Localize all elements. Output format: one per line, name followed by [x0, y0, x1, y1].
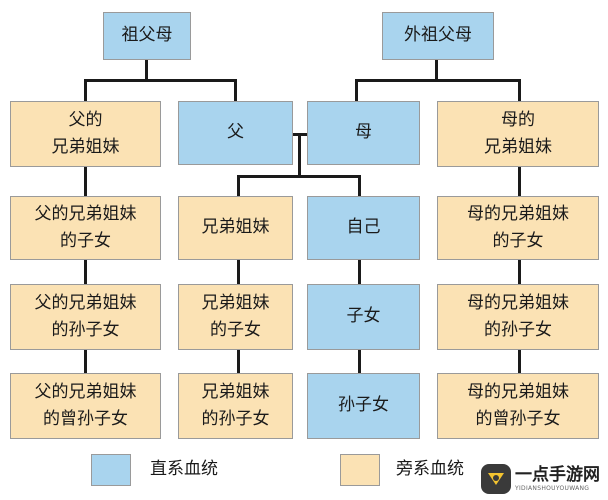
- node-mother: 母: [307, 101, 420, 165]
- node-mother-siblings-great-grandchildren: 母的兄弟姐妹 的曾孙子女: [437, 373, 599, 439]
- node-siblings: 兄弟姐妹: [178, 196, 293, 260]
- node-father-siblings: 父的 兄弟姐妹: [10, 101, 161, 167]
- node-grandchildren: 孙子女: [307, 373, 420, 439]
- connector-line: [518, 79, 521, 102]
- node-father-siblings-grandchildren: 父的兄弟姐妹 的孙子女: [10, 284, 161, 350]
- connector-line: [355, 79, 520, 82]
- node-father-siblings-great-grandchildren: 父的兄弟姐妹 的曾孙子女: [10, 373, 161, 439]
- legend-label-collateral: 旁系血统: [396, 459, 464, 479]
- node-father: 父: [178, 101, 293, 165]
- connector-line: [358, 259, 361, 284]
- node-mother-siblings: 母的 兄弟姐妹: [437, 101, 599, 167]
- connector-line: [518, 349, 521, 374]
- connector-line: [84, 166, 87, 196]
- watermark-logo: 一点手游网 YIDIANSHOUYOUWANG: [481, 464, 600, 494]
- connector-line: [145, 60, 148, 80]
- connector-line: [518, 166, 521, 196]
- watermark-title: 一点手游网: [515, 465, 600, 486]
- connector-line: [237, 349, 240, 374]
- node-mother-siblings-grandchildren: 母的兄弟姐妹 的孙子女: [437, 284, 599, 350]
- connector-line: [237, 175, 361, 178]
- node-mother-siblings-children: 母的兄弟姐妹 的子女: [437, 196, 599, 260]
- node-grandparents-maternal: 外祖父母: [382, 12, 494, 60]
- node-grandparents-paternal: 祖父母: [103, 12, 191, 60]
- legend-swatch-direct: [91, 454, 131, 486]
- connector-line: [358, 175, 361, 197]
- connector-line: [237, 259, 240, 284]
- node-children: 子女: [307, 284, 420, 350]
- connector-line: [435, 60, 438, 80]
- watermark-subtitle: YIDIANSHOUYOUWANG: [515, 484, 590, 492]
- node-father-siblings-children: 父的兄弟姐妹 的子女: [10, 196, 161, 260]
- node-siblings-grandchildren: 兄弟姐妹 的孙子女: [178, 373, 293, 439]
- gamepad-icon: [481, 464, 511, 494]
- connector-line: [84, 79, 87, 102]
- connector-line: [237, 175, 240, 197]
- node-self: 自己: [307, 196, 420, 260]
- connector-line: [234, 79, 237, 102]
- legend-swatch-collateral: [340, 454, 380, 486]
- node-siblings-children: 兄弟姐妹 的子女: [178, 284, 293, 350]
- connector-line: [84, 349, 87, 374]
- connector-line: [84, 259, 87, 284]
- connector-line: [358, 349, 361, 374]
- connector-line: [518, 259, 521, 284]
- connector-line: [355, 79, 358, 102]
- connector-line: [84, 79, 237, 82]
- legend-label-direct: 直系血统: [150, 459, 218, 479]
- connector-line: [298, 134, 301, 177]
